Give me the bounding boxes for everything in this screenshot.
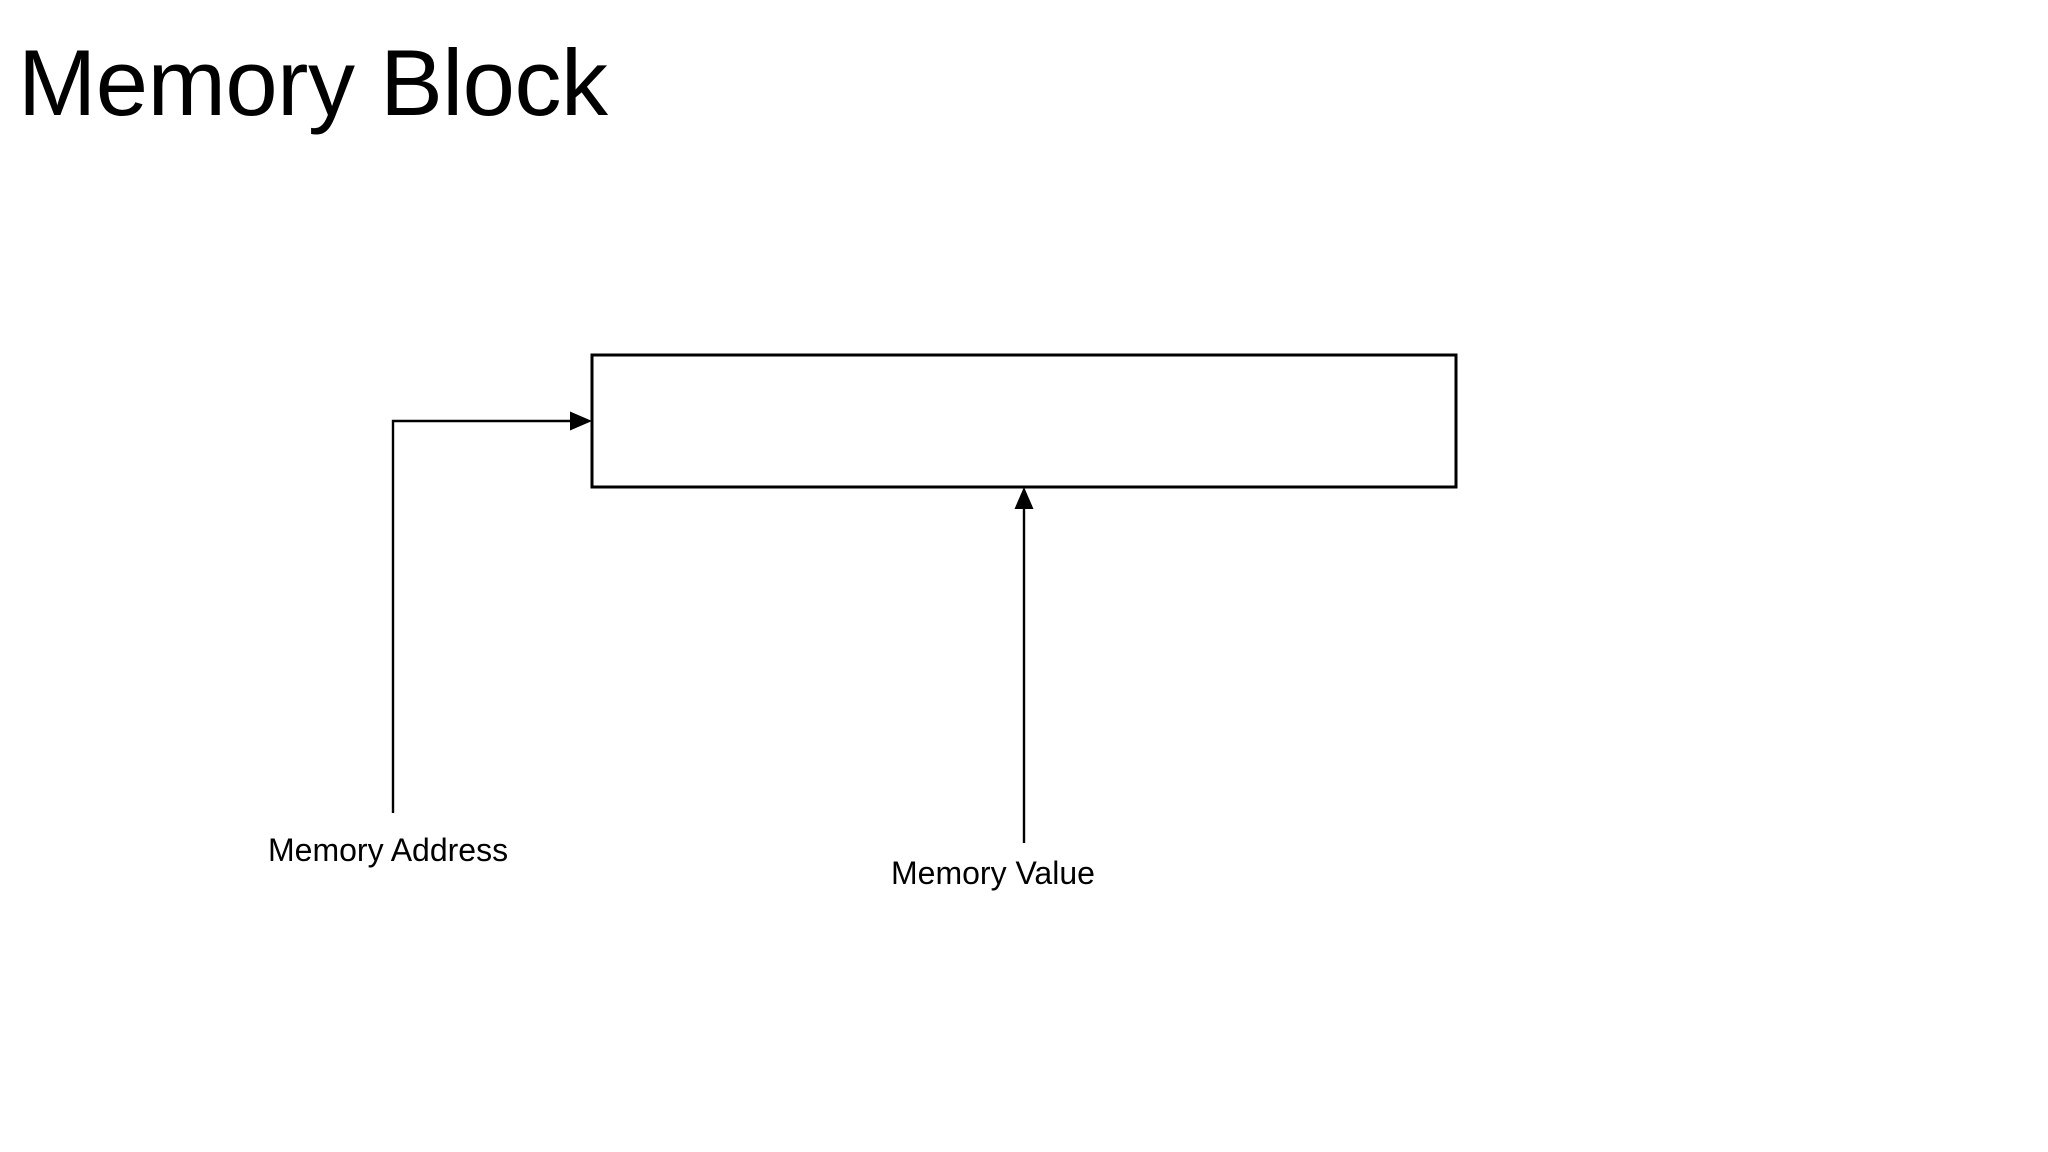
memory-block-content (594, 357, 1456, 487)
memory-value-label: Memory Value (891, 855, 1095, 891)
memory-block-rect[interactable] (590, 353, 1458, 489)
memory-value-connector[interactable] (1014, 487, 1034, 843)
memory-address-connector[interactable] (391, 411, 592, 814)
memory-address-connector-line (391, 419, 576, 813)
memory-address-arrow-head-icon (570, 411, 592, 431)
memory-address-label: Memory Address (268, 832, 509, 868)
page-title: Memory Block (18, 30, 608, 135)
memory-value-arrow-head-icon (1014, 487, 1034, 509)
